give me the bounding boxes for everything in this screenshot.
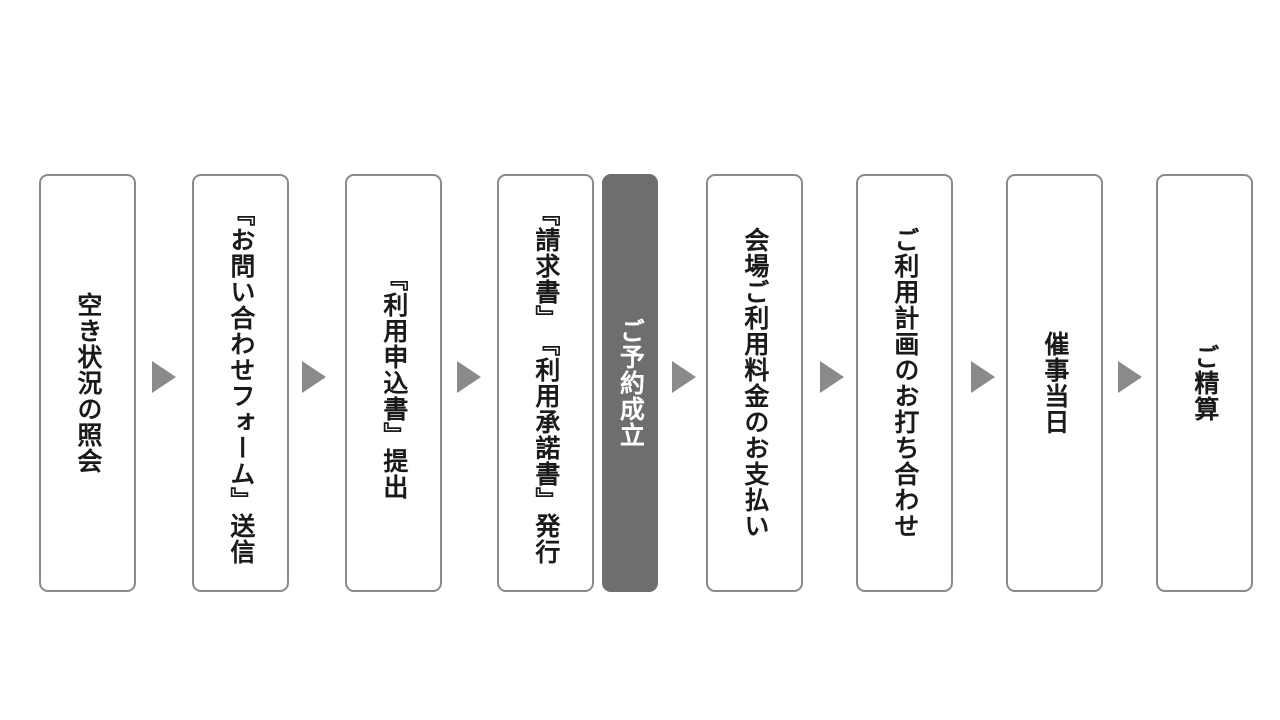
step-label-7: ご利用計画のお打ち合わせ <box>890 227 920 539</box>
step-box-4: 『請求書』 『利用承諾書』発行 <box>497 174 594 592</box>
step-label-5: ご予約成立 <box>616 318 646 448</box>
step-label-6: 会場ご利用料金のお支払い <box>740 227 770 539</box>
step-label-9: ご精算 <box>1190 344 1220 422</box>
step-box-2: 『お問い合わせフォーム』送信 <box>192 174 289 592</box>
step-label-3: 『利用申込書』提出 <box>379 266 409 500</box>
step-box-8: 催事当日 <box>1006 174 1103 592</box>
step-label-1: 空き状況の照会 <box>73 292 103 474</box>
step-box-3: 『利用申込書』提出 <box>345 174 442 592</box>
triangle-right-icon <box>302 361 326 393</box>
triangle-right-icon <box>1118 361 1142 393</box>
step-box-6: 会場ご利用料金のお支払い <box>706 174 803 592</box>
triangle-right-icon <box>672 361 696 393</box>
triangle-right-icon <box>971 361 995 393</box>
step-label-4: 『請求書』 『利用承諾書』発行 <box>529 201 562 565</box>
step-label-4-line-1: 『請求書』 <box>531 201 561 331</box>
triangle-right-icon <box>152 361 176 393</box>
step-label-2: 『お問い合わせフォーム』送信 <box>226 201 256 565</box>
triangle-right-icon <box>820 361 844 393</box>
step-box-9: ご精算 <box>1156 174 1253 592</box>
step-box-1: 空き状況の照会 <box>39 174 136 592</box>
step-box-7: ご利用計画のお打ち合わせ <box>856 174 953 592</box>
step-label-4-line-2: 『利用承諾書』発行 <box>531 331 561 565</box>
triangle-right-icon <box>457 361 481 393</box>
step-label-8: 催事当日 <box>1040 331 1070 435</box>
step-box-5-highlight: ご予約成立 <box>602 174 658 592</box>
